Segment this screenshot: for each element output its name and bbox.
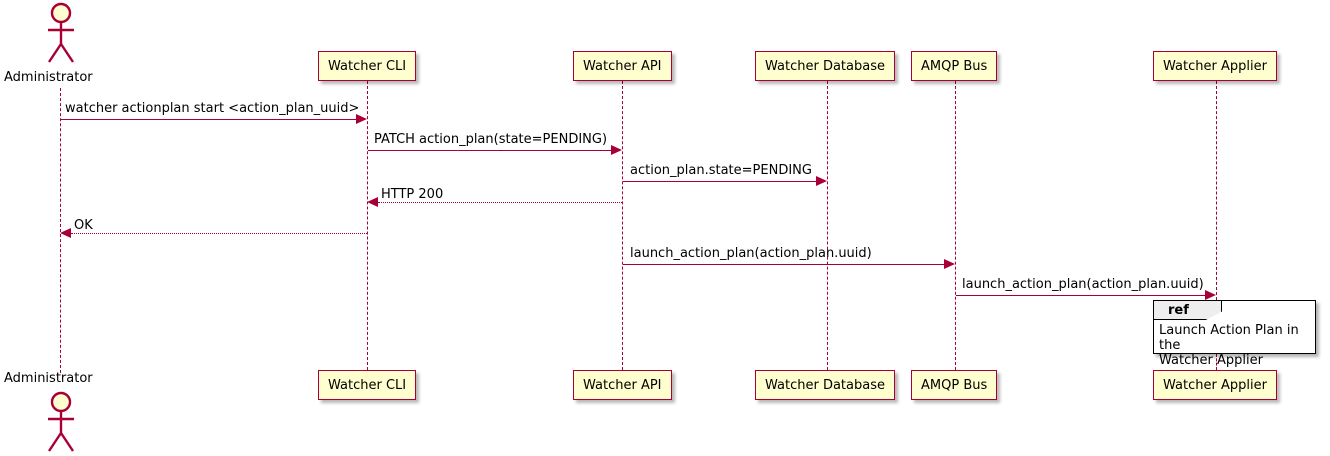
message-arrowhead-4 [367, 197, 378, 207]
participant-label-watcher-api-bottom: Watcher API [583, 377, 662, 393]
lifeline-watcher-database [827, 81, 828, 370]
participant-box-watcher-database-bottom[interactable]: Watcher Database [755, 370, 895, 400]
ref-fragment-body-line1: Launch Action Plan in the [1159, 323, 1299, 353]
message-line-1 [61, 119, 357, 120]
lifeline-watcher-applier-lower [1216, 354, 1217, 370]
ref-fragment-tab [1154, 301, 1222, 320]
participant-box-watcher-applier-top[interactable]: Watcher Applier [1153, 51, 1277, 81]
message-label-7: launch_action_plan(action_plan.uuid) [962, 277, 1204, 292]
participant-box-watcher-cli-top[interactable]: Watcher CLI [318, 51, 417, 81]
lifeline-amqp-bus [955, 81, 956, 370]
lifeline-watcher-applier [1216, 81, 1217, 300]
ref-fragment-body: Launch Action Plan in the Watcher Applie… [1159, 323, 1311, 368]
lifeline-watcher-cli [367, 81, 368, 370]
message-label-4: HTTP 200 [381, 187, 444, 202]
participant-label-watcher-database-bottom: Watcher Database [765, 377, 885, 393]
message-line-2 [368, 150, 611, 151]
participant-label-watcher-cli-bottom: Watcher CLI [328, 377, 407, 393]
message-label-6: launch_action_plan(action_plan.uuid) [630, 246, 872, 261]
message-arrowhead-3 [816, 176, 827, 186]
participant-box-watcher-applier-bottom[interactable]: Watcher Applier [1153, 370, 1277, 400]
message-arrowhead-6 [944, 259, 955, 269]
message-line-6 [623, 264, 944, 265]
actor-stick-figure-icon-bottom [48, 391, 74, 452]
ref-fragment-tab-label: ref [1168, 303, 1189, 318]
message-arrowhead-5 [60, 228, 71, 238]
participant-label-watcher-applier-top: Watcher Applier [1163, 58, 1267, 74]
actor-label-administrator-bottom: Administrator [4, 371, 93, 386]
participant-box-watcher-api-bottom[interactable]: Watcher API [573, 370, 672, 400]
participant-label-amqp-bus-top: AMQP Bus [921, 58, 988, 74]
message-arrowhead-1 [356, 114, 367, 124]
message-arrowhead-7 [1205, 290, 1216, 300]
participant-label-amqp-bus-bottom: AMQP Bus [921, 377, 988, 393]
actor-administrator-bottom [42, 391, 80, 456]
participant-box-watcher-cli-bottom[interactable]: Watcher CLI [318, 370, 417, 400]
message-label-3: action_plan.state=PENDING [630, 163, 812, 178]
message-label-5: OK [74, 218, 93, 233]
participant-label-watcher-database-top: Watcher Database [765, 58, 885, 74]
actor-administrator-top [42, 2, 80, 68]
participant-box-watcher-api-top[interactable]: Watcher API [573, 51, 672, 81]
participant-box-amqp-bus-bottom[interactable]: AMQP Bus [911, 370, 998, 400]
participant-label-watcher-cli-top: Watcher CLI [328, 58, 407, 74]
message-label-2: PATCH action_plan(state=PENDING) [374, 132, 608, 147]
message-line-7 [956, 295, 1205, 296]
message-label-1: watcher actionplan start <action_plan_uu… [65, 101, 360, 116]
actor-label-administrator-top: Administrator [4, 70, 93, 85]
actor-stick-figure-icon [48, 2, 74, 63]
participant-box-watcher-database-top[interactable]: Watcher Database [755, 51, 895, 81]
ref-fragment[interactable]: ref Launch Action Plan in the Watcher Ap… [1153, 300, 1316, 368]
participant-box-amqp-bus-top[interactable]: AMQP Bus [911, 51, 998, 81]
message-line-4 [378, 202, 622, 203]
participant-label-watcher-applier-bottom: Watcher Applier [1163, 377, 1267, 393]
message-line-5 [71, 233, 367, 234]
participant-label-watcher-api-top: Watcher API [583, 58, 662, 74]
message-arrowhead-2 [611, 145, 622, 155]
message-line-3 [623, 181, 816, 182]
ref-fragment-body-line2: Watcher Applier [1159, 353, 1263, 368]
lifeline-watcher-api [622, 81, 623, 370]
